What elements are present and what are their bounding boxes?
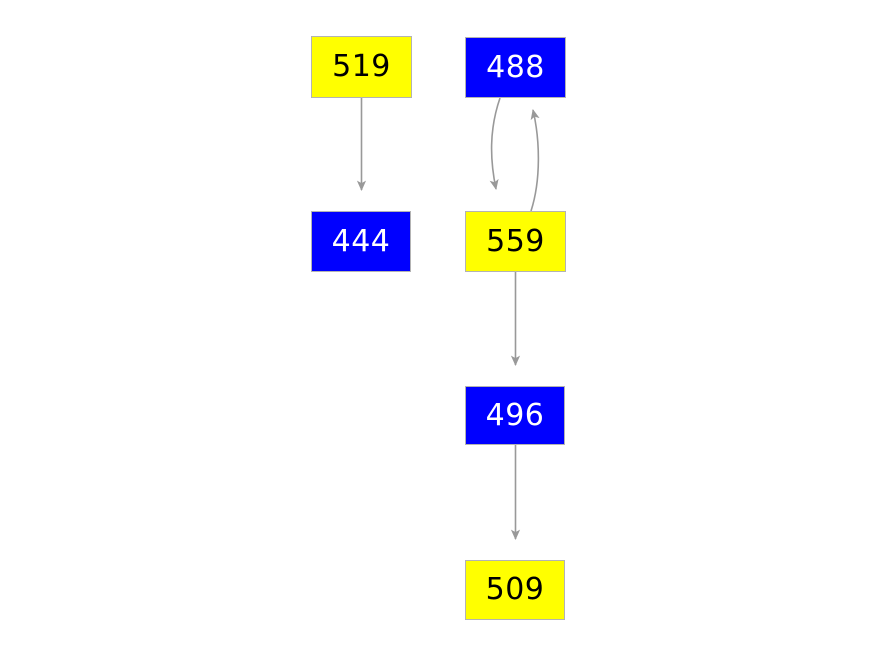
- graph-node-label: 488: [486, 49, 545, 85]
- graph-node-444[interactable]: 444: [311, 211, 411, 272]
- graph-node-label: 444: [331, 223, 391, 259]
- graph-node-519[interactable]: 519: [311, 36, 412, 98]
- graph-node-label: 519: [332, 49, 391, 84]
- graph-node-label: 496: [485, 397, 545, 433]
- graph-node-488[interactable]: 488: [465, 37, 566, 98]
- graph-node-496[interactable]: 496: [465, 386, 565, 445]
- graph-node-509[interactable]: 509: [465, 560, 565, 620]
- edge-559-to-488: [530, 108, 540, 212]
- graph-node-559[interactable]: 559: [465, 211, 566, 272]
- edge-488-to-559: [489, 97, 501, 191]
- graph-node-label: 559: [486, 223, 545, 259]
- graph-node-label: 509: [485, 572, 545, 607]
